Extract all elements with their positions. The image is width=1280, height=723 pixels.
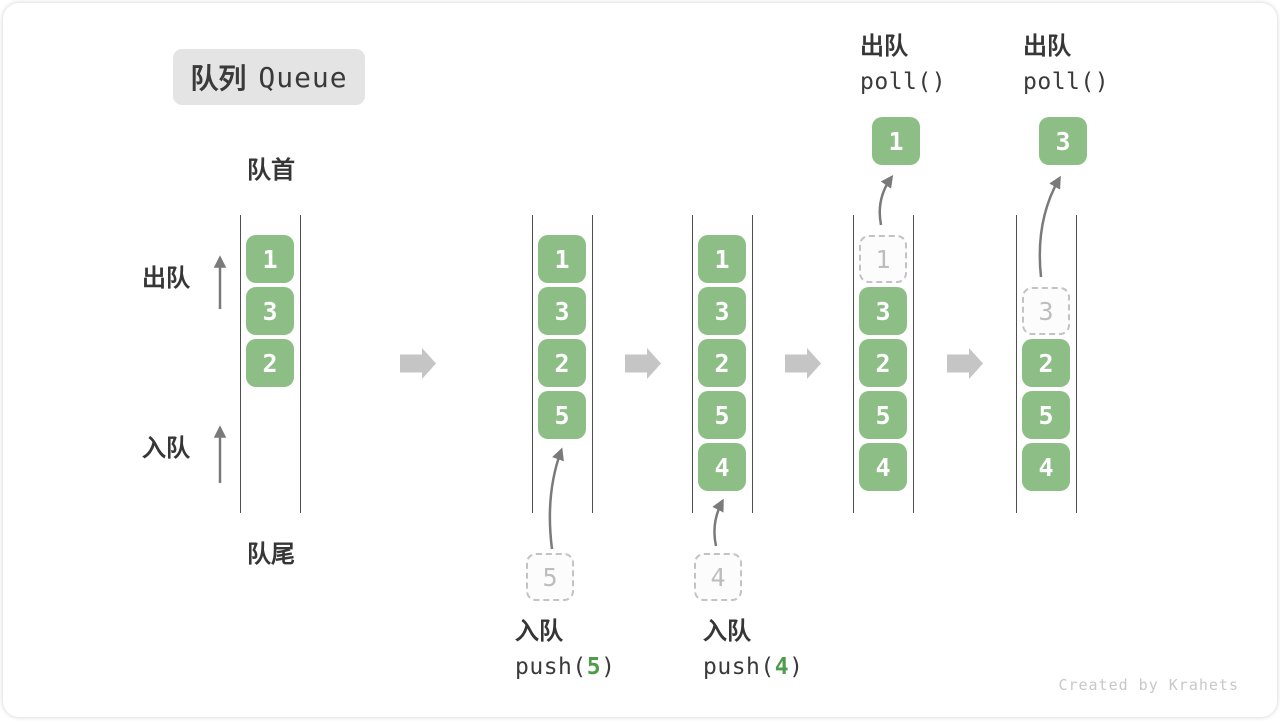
push-code-4: push(4) <box>703 654 804 680</box>
queue-cell-2: 2 <box>698 339 746 387</box>
queue-cell-2: 2 <box>859 339 907 387</box>
poll-action-label: 出队 <box>1023 33 1071 60</box>
arrows-layer <box>213 174 1061 550</box>
push-code-5: push(5) <box>515 654 616 680</box>
queue-cell-2: 2 <box>538 339 586 387</box>
queue-cell-5: 5 <box>859 391 907 439</box>
queue-cell-5: 5 <box>1022 391 1070 439</box>
push-arg-5: 5 <box>586 654 602 680</box>
queue-cell-1: 1 <box>246 235 294 283</box>
queue-cell-3: 3 <box>538 287 586 335</box>
queue-cell-2: 2 <box>246 339 294 387</box>
title-zh: 队列 <box>190 63 247 94</box>
queue-cell-2: 2 <box>1022 339 1070 387</box>
polled-box-3: 3 <box>1039 117 1087 165</box>
dequeue-label: 出队 <box>142 265 190 292</box>
poll-operation-1: 出队 poll() <box>860 33 947 96</box>
title-badge: 队列 Queue <box>173 49 365 105</box>
poll-operation-2: 出队 poll() <box>1023 33 1110 96</box>
polled-box-1: 1 <box>872 117 920 165</box>
watermark: Created by Krahets <box>1058 676 1239 694</box>
queue-cell-4: 4 <box>698 443 746 491</box>
poll-code: poll() <box>860 69 947 95</box>
queue-cell-4: 4 <box>859 443 907 491</box>
queue-cell-1: 1 <box>859 235 907 283</box>
push-operation-5: 入队 push(5) <box>515 618 616 681</box>
staging-box-4: 4 <box>694 553 742 601</box>
enqueue-label: 入队 <box>142 435 190 462</box>
push-operation-4: 入队 push(4) <box>703 618 804 681</box>
queue-cell-5: 5 <box>698 391 746 439</box>
transition-arrow-1 <box>400 348 436 379</box>
push-action-label: 入队 <box>703 618 751 645</box>
queue-cell-3: 3 <box>859 287 907 335</box>
poll-code: poll() <box>1023 69 1110 95</box>
poll-action-label: 出队 <box>860 33 908 60</box>
push-action-label: 入队 <box>515 618 563 645</box>
transition-arrow-4 <box>947 348 983 379</box>
queue-cell-3: 3 <box>698 287 746 335</box>
queue-cell-4: 4 <box>1022 443 1070 491</box>
transition-arrow-3 <box>785 348 821 379</box>
queue-cell-1: 1 <box>698 235 746 283</box>
queue-cell-5: 5 <box>538 391 586 439</box>
title-en: Queue <box>258 60 348 94</box>
staging-box-5: 5 <box>526 553 574 601</box>
push-arg-4: 4 <box>774 654 790 680</box>
transition-arrow-2 <box>625 348 661 379</box>
front-label: 队首 <box>247 157 295 184</box>
queue-cell-3: 3 <box>1022 287 1070 335</box>
rear-label: 队尾 <box>247 541 295 568</box>
queue-cell-1: 1 <box>538 235 586 283</box>
queue-cell-3: 3 <box>246 287 294 335</box>
